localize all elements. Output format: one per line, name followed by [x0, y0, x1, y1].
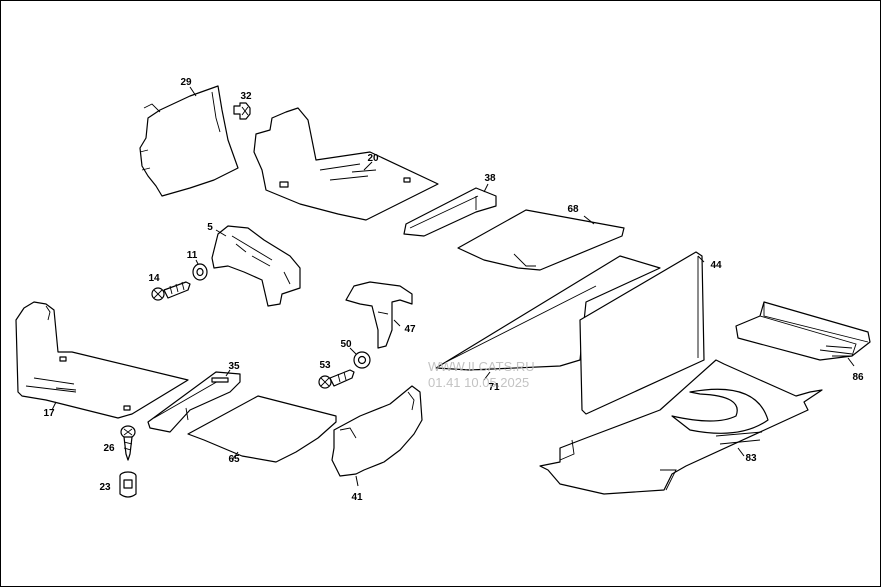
watermark-stamp: 01.41 10.05.2025 [428, 375, 529, 390]
callout-35: 35 [228, 361, 240, 372]
part-86-angle-strip[interactable] [735, 301, 871, 367]
callout-23: 23 [99, 482, 111, 493]
part-41-side-trim[interactable] [331, 385, 423, 487]
callout-20: 20 [367, 153, 379, 164]
callout-83: 83 [745, 453, 757, 464]
callout-labels: 29 32 20 38 68 5 11 14 44 47 50 53 71 86… [43, 77, 864, 503]
callout-47: 47 [404, 324, 416, 335]
callout-65: 65 [228, 454, 240, 465]
watermark: WWW.ILCATS.RU 01.41 10.05.2025 [428, 359, 535, 390]
part-23-cap[interactable] [119, 471, 137, 498]
callout-53: 53 [319, 360, 331, 371]
part-26-screw[interactable] [120, 425, 136, 461]
callout-38: 38 [484, 173, 496, 184]
callout-29: 29 [180, 77, 192, 88]
callout-68: 68 [567, 204, 579, 215]
part-68-floor-mat[interactable] [457, 209, 625, 271]
part-65-floor-mat[interactable] [187, 395, 337, 463]
callout-32: 32 [240, 91, 252, 102]
part-83-trunk-liner[interactable] [539, 359, 823, 495]
part-38-sill-strip[interactable] [403, 183, 497, 237]
callout-86: 86 [852, 372, 864, 383]
part-32-clip[interactable] [233, 102, 251, 120]
callout-17: 17 [43, 408, 55, 419]
callout-26: 26 [103, 443, 115, 454]
callout-44: 44 [710, 260, 722, 271]
part-50-washer[interactable] [349, 347, 371, 369]
part-20-floor-carpet[interactable] [253, 107, 439, 221]
callout-14: 14 [148, 273, 160, 284]
part-29-trim-panel[interactable] [139, 85, 239, 197]
callout-41: 41 [351, 492, 363, 503]
part-5-console-cover[interactable] [211, 225, 301, 307]
part-14-screw[interactable] [151, 281, 191, 301]
part-53-screw[interactable] [318, 369, 355, 389]
part-44-partition-panel[interactable] [579, 251, 705, 415]
part-11-washer[interactable] [192, 259, 208, 281]
callout-5: 5 [207, 222, 213, 233]
part-35-sill-strip[interactable] [147, 369, 241, 433]
watermark-site: WWW.ILCATS.RU [428, 359, 535, 374]
part-47-tunnel-cover[interactable] [345, 281, 413, 349]
part-17-floor-carpet[interactable] [15, 301, 189, 419]
callout-11: 11 [187, 250, 198, 261]
callout-71: 71 [488, 382, 500, 393]
callout-50: 50 [340, 339, 352, 350]
